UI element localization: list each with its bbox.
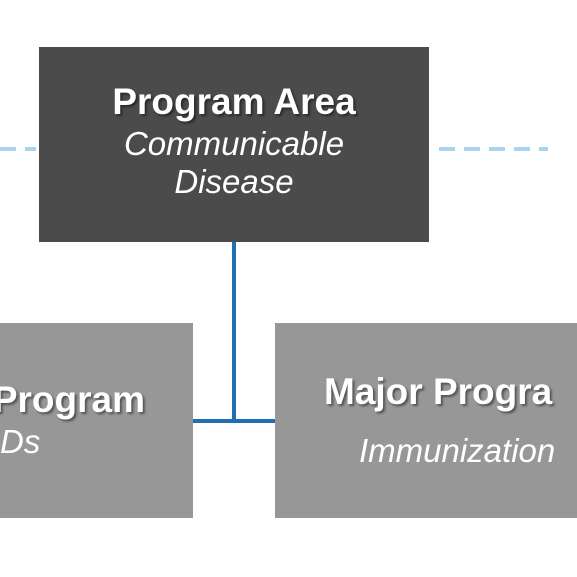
major-program-right-subtitle: Immunization (359, 432, 556, 469)
program-area-title: Program Area (112, 81, 356, 122)
major-program-left-title: Program (0, 379, 145, 420)
major-program-box-left[interactable]: Program Ds (0, 323, 193, 518)
major-program-left-subtitle: Ds (0, 423, 41, 460)
major-program-right-title: Major Progra (324, 371, 553, 412)
program-area-box[interactable]: Program Area Communicable Disease (39, 47, 429, 242)
program-area-subtitle-line1: Communicable (123, 125, 345, 162)
major-program-box-right[interactable]: Major Progra Immunization (275, 323, 577, 518)
program-area-subtitle-line2: Disease (174, 163, 294, 200)
